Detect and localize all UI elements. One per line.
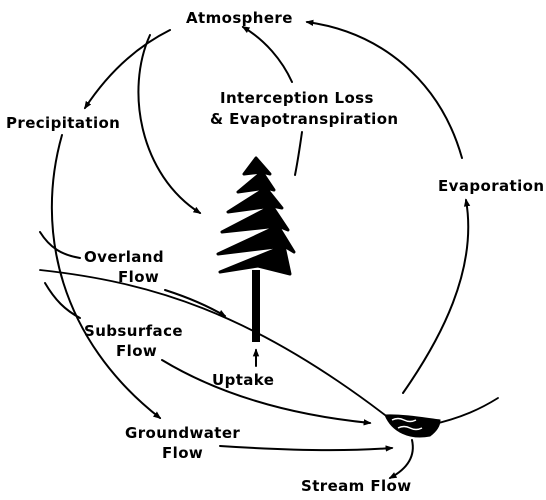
label-interception-line2: & Evapotranspiration	[210, 110, 399, 128]
arrow-atmosphere-to-precipitation	[84, 29, 171, 110]
label-groundwater-line1: Groundwater	[125, 424, 241, 442]
stream-pool-icon	[384, 414, 441, 438]
arrow-precipitation-to-groundwater	[50, 134, 162, 419]
label-overland-line1: Overland	[84, 248, 164, 266]
line-tree-to-interception	[294, 131, 303, 176]
label-evaporation: Evaporation	[438, 177, 545, 195]
tree-icon	[216, 156, 296, 342]
arrow-stream-flow	[388, 439, 414, 479]
arrow-overland-flow	[164, 289, 227, 317]
arrow-atmosphere-to-canopy	[137, 34, 202, 214]
label-overland-line2: Flow	[118, 268, 160, 286]
label-precipitation: Precipitation	[6, 114, 121, 132]
arrow-groundwater-flow	[219, 445, 394, 452]
arrow-evaporation-to-atmosphere	[305, 19, 463, 159]
label-stream-flow: Stream Flow	[301, 477, 412, 495]
label-atmosphere: Atmosphere	[186, 9, 293, 27]
ground-surface-line	[39, 269, 386, 416]
label-interception-line1: Interception Loss	[220, 89, 374, 107]
label-subsurface-line1: Subsurface	[84, 322, 183, 340]
arrow-interception-to-atmosphere	[241, 26, 293, 83]
label-subsurface-line2: Flow	[116, 342, 158, 360]
arrow-subsurface-flow	[161, 359, 372, 426]
line-precip-to-subsurface	[44, 282, 81, 319]
arrow-stream-to-evaporation	[402, 198, 471, 394]
label-groundwater-line2: Flow	[162, 444, 204, 462]
line-precip-to-overland	[39, 231, 81, 259]
label-uptake: Uptake	[212, 371, 275, 389]
